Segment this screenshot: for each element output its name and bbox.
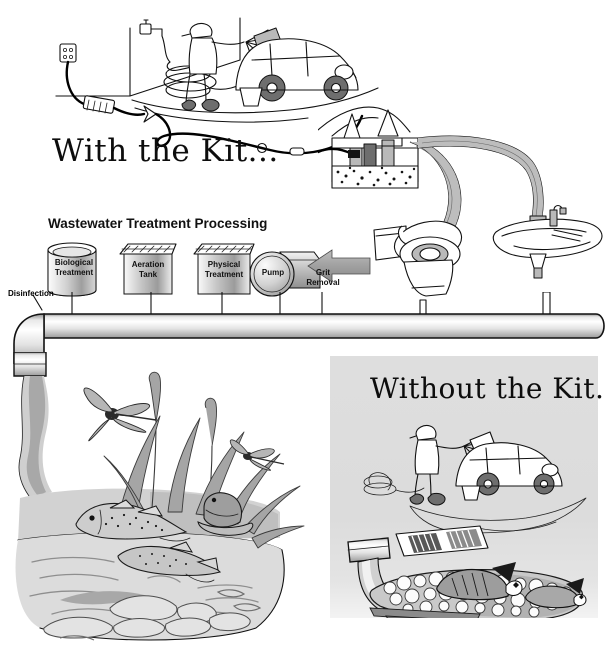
- dragonfly-large: [83, 387, 157, 442]
- frog: [197, 492, 254, 536]
- title-without-the-kit: Without the Kit...: [370, 372, 606, 405]
- trout-surface: [75, 499, 191, 542]
- dragonfly-small: [229, 439, 285, 471]
- storm-drain-grate: [395, 525, 489, 557]
- heading-wastewater-treatment-processing: Wastewater Treatment Processing: [48, 216, 268, 231]
- panel-car-washing: [363, 424, 563, 506]
- spigot-icon: [139, 19, 171, 63]
- riser-pipes: [71, 292, 551, 317]
- title-with-the-kit: With the Kit...: [52, 133, 279, 169]
- dead-fish-1: [436, 562, 523, 601]
- treatment-stage-graphics: [47, 242, 371, 297]
- black-hose-line: [65, 60, 364, 156]
- rocks: [43, 595, 251, 639]
- label-grit-removal: Grit Removal: [306, 268, 340, 287]
- grit-removal-arrow-icon: [307, 249, 371, 283]
- label-disinfection: Disinfection: [8, 289, 54, 298]
- debris: [369, 607, 481, 618]
- trout-submerged: [117, 541, 222, 583]
- physical-treatment-vessel: [193, 243, 255, 295]
- electrical-outlet-icon: [59, 43, 77, 63]
- polluted-water: [369, 562, 587, 618]
- label-physical-treatment: Physical Treatment: [204, 260, 244, 279]
- toilet: [373, 220, 463, 297]
- aeration-tank-vessel: [119, 243, 177, 295]
- label-aeration-tank: Aeration Tank: [131, 260, 165, 279]
- outflow-pipe: [13, 352, 47, 377]
- scene-car-washing-with-kit: [55, 17, 379, 156]
- scene-without-kit-contents: [347, 424, 587, 618]
- label-biological-treatment: Biological Treatment: [54, 258, 94, 277]
- pump-unit: [249, 251, 321, 297]
- label-pump: Pump: [261, 268, 285, 277]
- sink: [492, 204, 603, 279]
- small-fish: [59, 589, 262, 641]
- dead-fish-2: [525, 578, 587, 609]
- scene-healthy-pond: [13, 352, 305, 641]
- scene-household-fixtures: [318, 106, 603, 297]
- catch-basin: [318, 137, 419, 189]
- bucket: [239, 87, 263, 107]
- biological-treatment-vessel: [47, 242, 97, 297]
- water-stream: [18, 375, 53, 501]
